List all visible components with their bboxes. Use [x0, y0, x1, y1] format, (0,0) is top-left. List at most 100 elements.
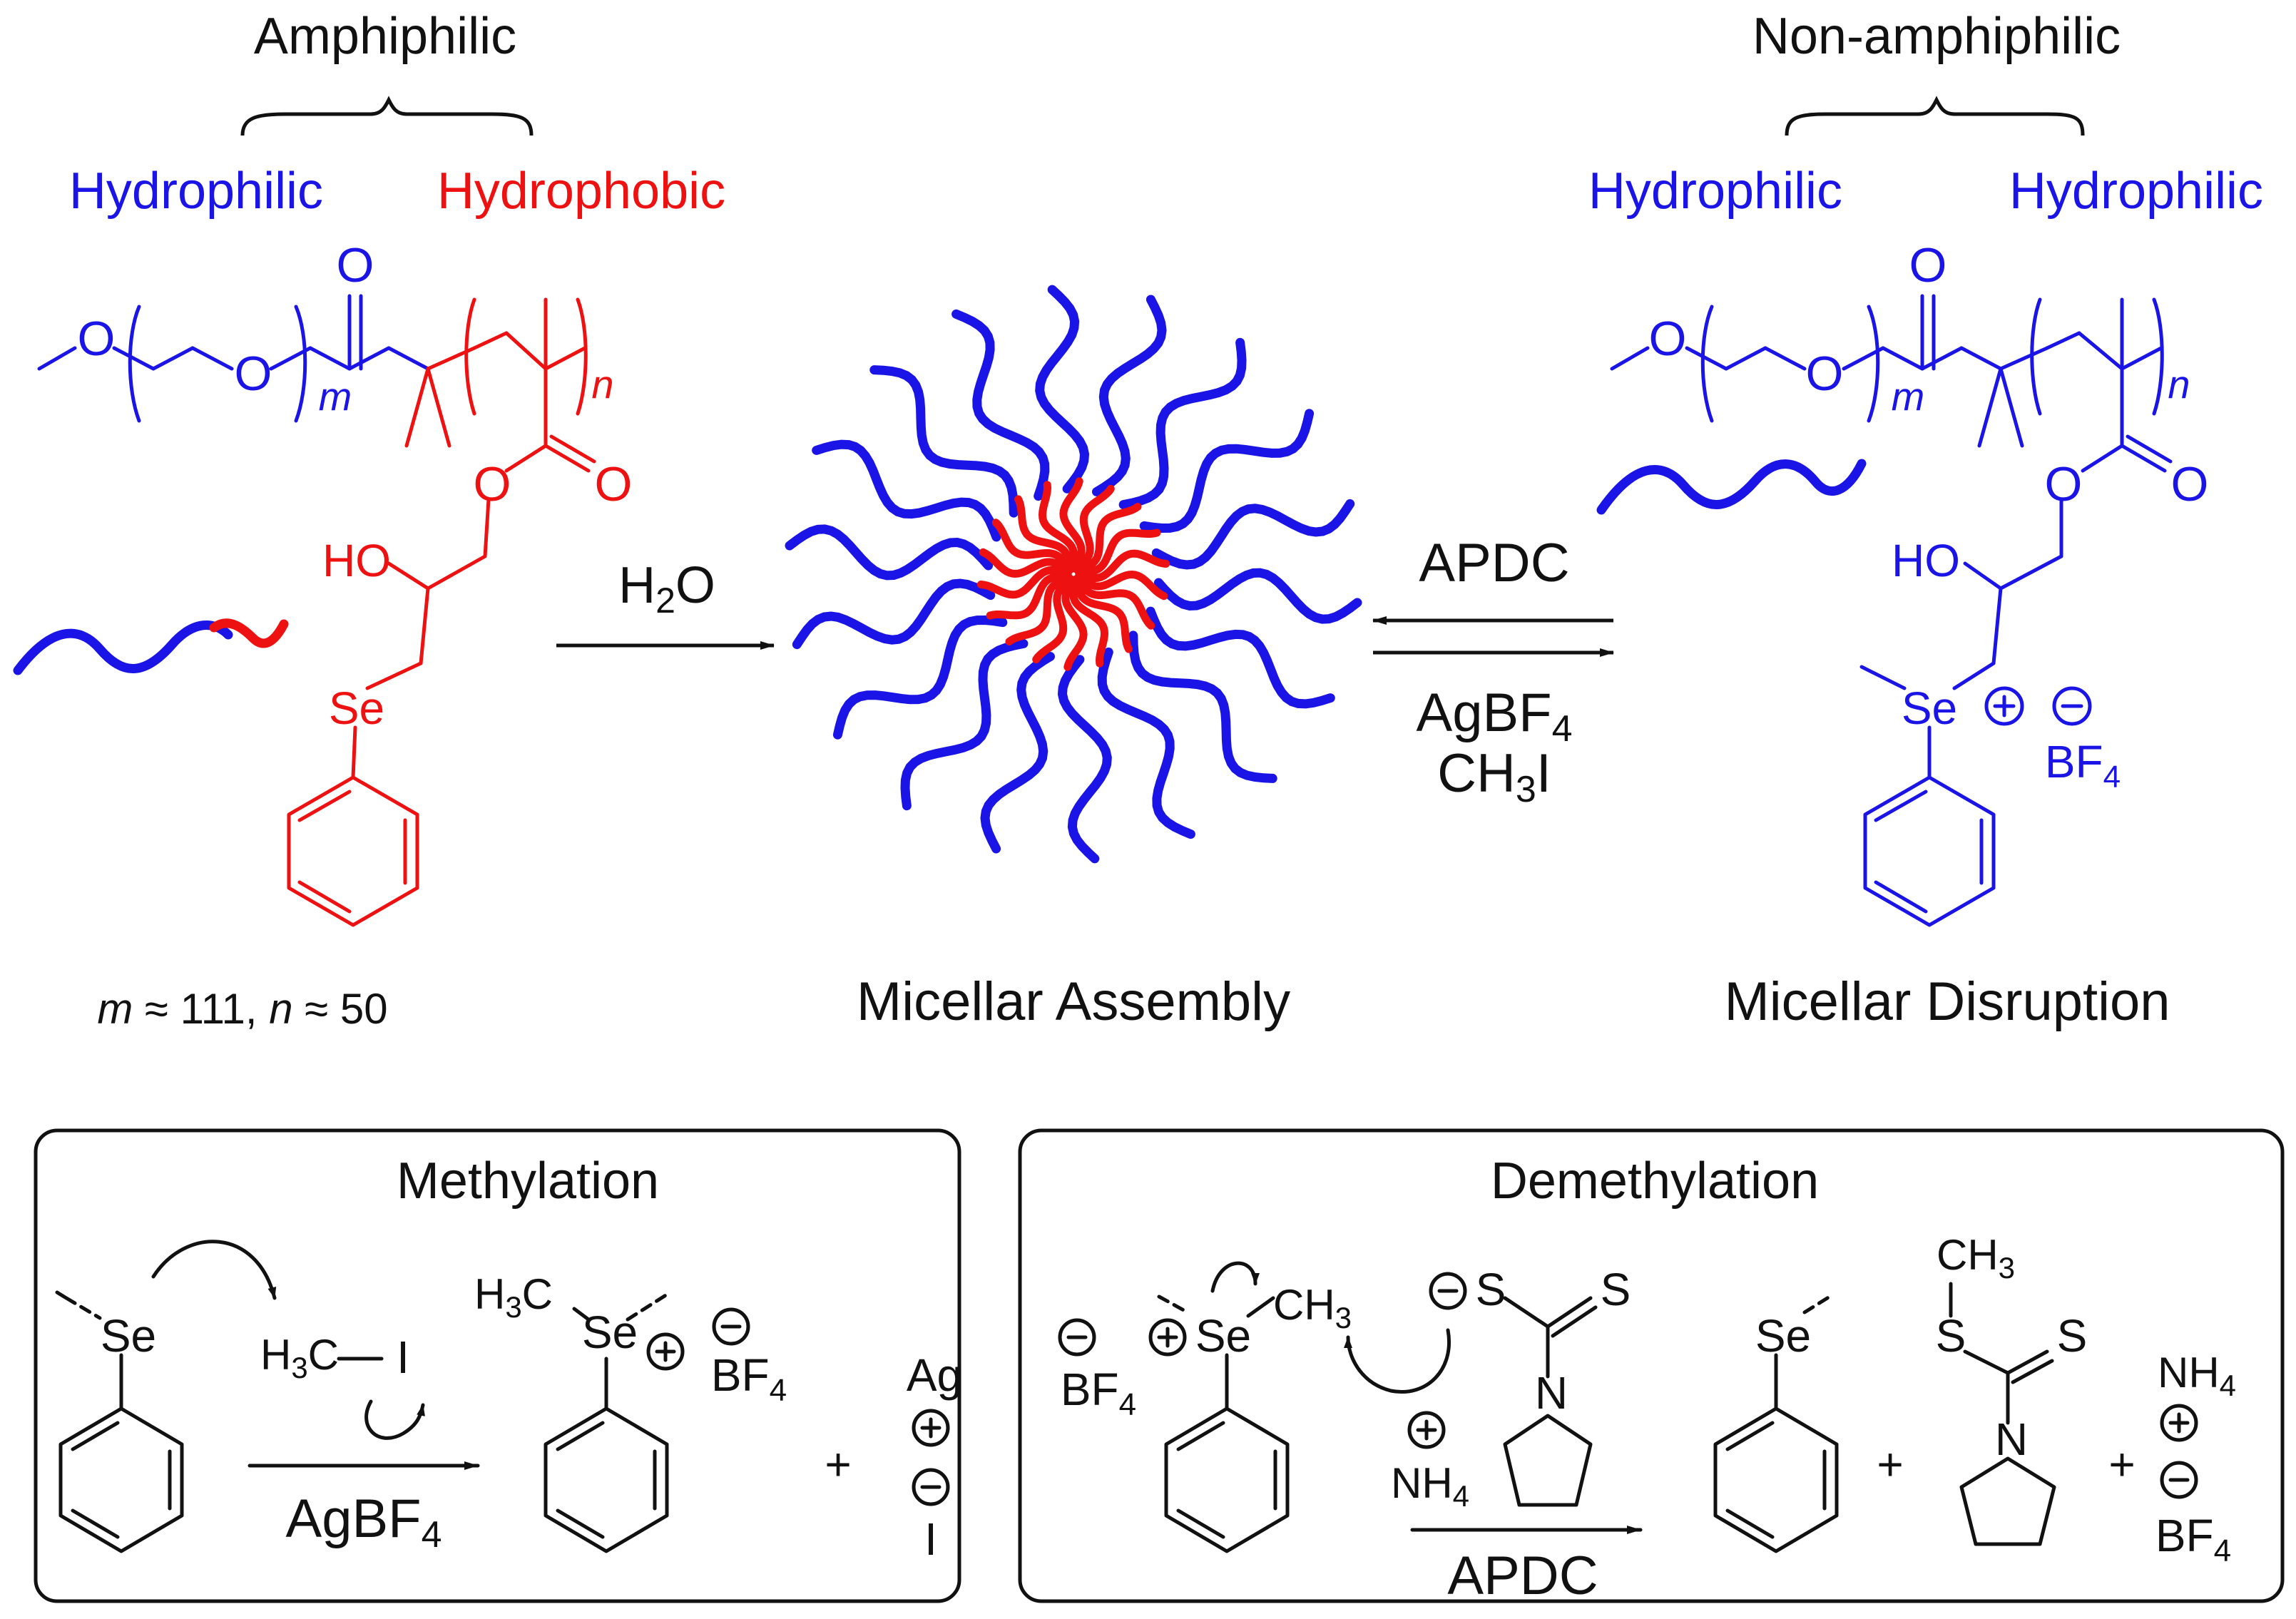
plus-sign-3: +	[2108, 1439, 2135, 1490]
micelle-core-strand	[1073, 574, 1133, 653]
non-amphiphilic-copolymer-structure: O O O m n O O HO Se BF4	[1610, 238, 2209, 927]
apdc-reagent: APDC	[1447, 1546, 1598, 1606]
hydrophobic-label: Hydrophobic	[437, 163, 725, 220]
non-amphiphilic-brace	[1785, 96, 2085, 136]
r-atom-ho: HO	[1892, 535, 1960, 586]
p-atom-se: Se	[1755, 1310, 1811, 1362]
hydrophilic-chain-icon	[1596, 459, 1867, 515]
plus-sign-1: +	[825, 1439, 851, 1490]
r-atom-o-2: O	[1806, 347, 1844, 401]
micelle-core-strand	[1061, 576, 1088, 671]
d-atom-s-1: S	[1476, 1264, 1506, 1315]
agbf4-label: AgBF4	[1417, 683, 1573, 750]
micelle-corona-strand	[1151, 499, 1355, 570]
micellar-disruption-label: Micellar Disruption	[1724, 971, 2170, 1032]
p-bf4: BF4	[2155, 1510, 2231, 1568]
atom-o-carbonyl: O	[595, 457, 633, 511]
micelle-corona-strand	[1097, 647, 1195, 839]
d-atom-n: N	[1535, 1367, 1568, 1419]
amphiphilic-brace	[240, 96, 534, 136]
p-atom-n: N	[1995, 1414, 2028, 1465]
micelle-corona-strand	[1035, 285, 1090, 494]
p-atom-s-1: S	[1936, 1310, 1966, 1362]
methylation-panel	[34, 1128, 961, 1603]
iodide-atom: I	[924, 1513, 937, 1565]
r-atom-o-3: O	[1909, 238, 1947, 292]
d-atom-s-2: S	[1601, 1264, 1631, 1315]
micelle-corona-strand	[869, 365, 1019, 518]
amphiphilic-chain-icon-hydrophobic	[209, 618, 289, 648]
methylation-title: Methylation	[397, 1153, 659, 1210]
r-atom-se: Se	[1902, 683, 1957, 734]
hydrophilic-label-right-2: Hydrophilic	[2009, 163, 2263, 220]
methylation-scheme	[55, 1240, 950, 1553]
micelle-corona-strand	[1092, 295, 1167, 496]
micelle-corona-strand	[1139, 409, 1315, 533]
micelle-core-strand	[1014, 495, 1074, 574]
repeat-unit-values: m ≈ 111, n ≈ 50	[97, 985, 387, 1033]
r-atom-o-carbonyl: O	[2171, 457, 2209, 511]
agbf4-reagent: AgBF4	[286, 1488, 442, 1556]
atom-o-3: O	[337, 238, 374, 292]
h2o-label: H2O	[618, 557, 715, 620]
demethylation-panel	[1018, 1128, 2285, 1603]
r-subscript-m: m	[1892, 374, 1925, 419]
micelle-core-strand	[1032, 576, 1076, 664]
iodine-atom: I	[397, 1332, 409, 1383]
d-ch3: CH3	[1273, 1281, 1352, 1334]
subscript-m: m	[319, 374, 352, 419]
plus-sign-2: +	[1877, 1439, 1903, 1490]
micelle-corona-strand	[951, 309, 1050, 501]
micellar-assembly-label: Micellar Assembly	[857, 971, 1290, 1032]
hydrophilic-label-left: Hydrophilic	[69, 163, 323, 220]
r-atom-o-ester: O	[2045, 457, 2083, 511]
r-bf4: BF4	[2045, 736, 2121, 795]
silver-atom: Ag	[907, 1349, 962, 1401]
atom-ho: HO	[322, 535, 391, 586]
micelle-core-strand	[986, 573, 1073, 620]
micelle-core-strand	[1075, 549, 1170, 583]
micelle-corona-strand	[792, 578, 996, 650]
atom-se: Se	[329, 683, 384, 734]
product-bf4: BF4	[711, 1349, 787, 1408]
micelle-core-strand	[1005, 574, 1074, 645]
micelle-core-strand	[979, 548, 1072, 578]
product-se: Se	[582, 1307, 638, 1358]
micelle-corona-strand	[900, 638, 1029, 811]
micelle-corona-strand	[832, 615, 1008, 740]
atom-o-ester: O	[474, 457, 511, 511]
r-subscript-n: n	[2168, 362, 2190, 407]
amphiphilic-chain-icon-hydrophilic	[13, 620, 233, 675]
hydrophilic-label-right-1: Hydrophilic	[1588, 163, 1842, 220]
p-ch3: CH3	[1937, 1231, 2015, 1285]
d-atom-se: Se	[1195, 1310, 1251, 1362]
micelle-core-strand	[991, 519, 1073, 576]
atom-o-1: O	[78, 312, 116, 366]
micelle-corona-strand	[785, 524, 994, 581]
micelle-core-strand	[1075, 570, 1168, 601]
d-nh4: NH4	[1391, 1459, 1469, 1513]
p-nh4: NH4	[2158, 1349, 2236, 1402]
micelle	[785, 285, 1362, 864]
micelle-core-strand	[1074, 528, 1161, 576]
micelle-core-strand	[1038, 481, 1078, 573]
atom-o-2: O	[235, 347, 272, 401]
micelle-core-strand	[976, 566, 1072, 599]
micelle-core-strand	[1068, 575, 1109, 668]
non-amphiphilic-label: Non-amphiphilic	[1752, 8, 2121, 65]
micelle-corona-strand	[1146, 606, 1335, 709]
micelle-core-strand	[1074, 573, 1155, 630]
m-atom-se: Se	[101, 1310, 156, 1362]
micelle-corona-strand	[1118, 337, 1247, 510]
micelle-corona-strand	[980, 652, 1055, 854]
micelle-corona-strand	[812, 439, 1001, 542]
ch3i-label: CH3I	[1437, 743, 1551, 810]
micelle-corona-strand	[1153, 568, 1362, 624]
micelle-core-strand	[1059, 477, 1086, 573]
subscript-n: n	[591, 362, 613, 407]
micelle-corona-strand	[1128, 630, 1277, 783]
amphiphilic-label: Amphiphilic	[254, 8, 516, 65]
product-h3c: H3C	[474, 1270, 553, 1324]
d-bf4: BF4	[1061, 1364, 1136, 1422]
